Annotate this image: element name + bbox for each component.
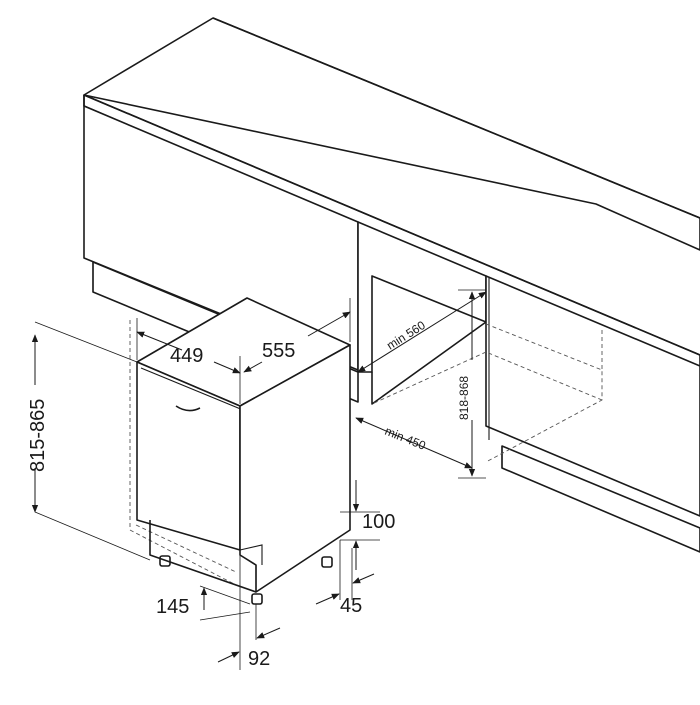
- depth-label: 555: [262, 340, 295, 362]
- plinth-height-label: 100: [362, 511, 395, 533]
- plinth-depth-label: 45: [340, 595, 362, 617]
- width-label: 449: [170, 345, 203, 367]
- dishwasher: [129, 297, 351, 605]
- foot: [321, 556, 333, 568]
- niche-height-label: 818-868: [457, 376, 471, 420]
- foot: [251, 593, 263, 605]
- foot-height-label: 145: [156, 596, 189, 618]
- door-handle: [175, 405, 201, 412]
- dimension-lines: [31, 289, 487, 670]
- door-offset-label: 92: [248, 648, 270, 670]
- niche-outline: [371, 323, 603, 463]
- niche-depth-label: min 560: [384, 318, 428, 353]
- height-label: 815-865: [27, 399, 49, 472]
- niche-width-label: min 450: [383, 424, 428, 453]
- foot: [159, 555, 171, 567]
